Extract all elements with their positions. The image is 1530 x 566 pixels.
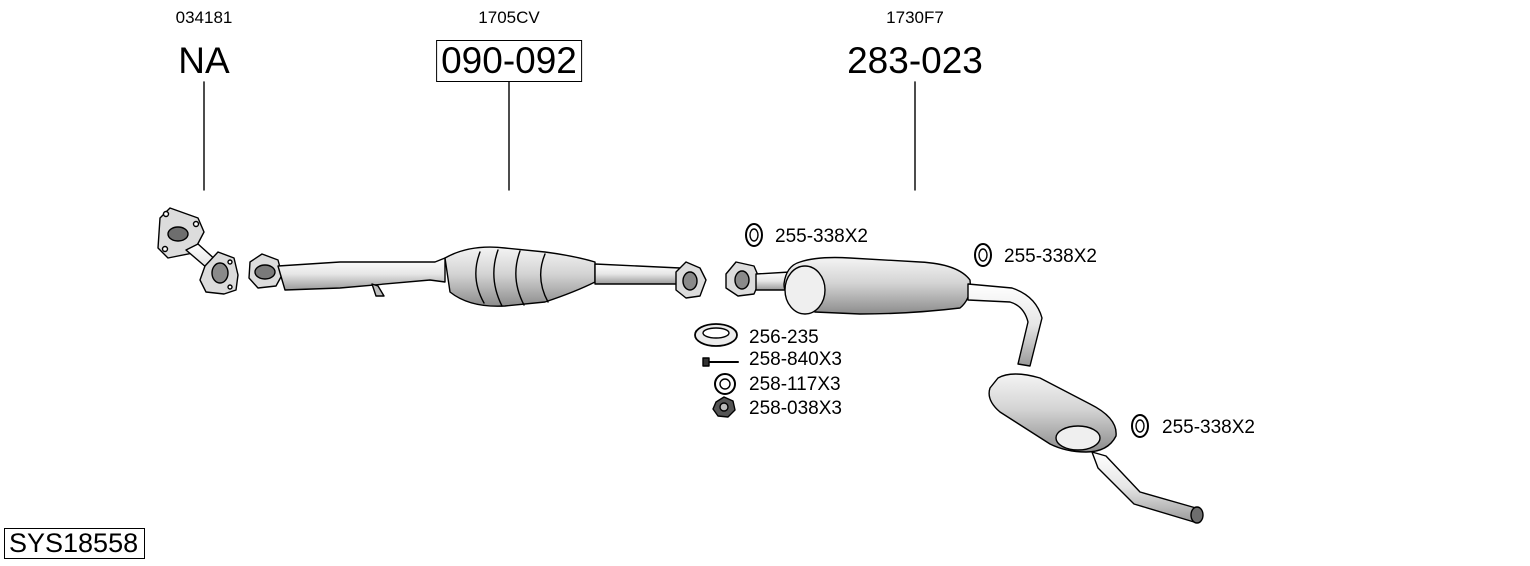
- accessory-label-nut[interactable]: 258-038X3: [749, 398, 842, 419]
- front-pipe-drawing: [157, 207, 239, 295]
- catalytic-converter-drawing: [248, 246, 707, 307]
- mount-ring-middle-icon: [974, 243, 992, 267]
- system-code-box: SYS18558: [4, 528, 146, 559]
- part-number-front-pipe[interactable]: NA: [178, 40, 230, 81]
- accessory-label-spring[interactable]: 258-117X3: [749, 374, 841, 395]
- nut-icon: [712, 396, 736, 418]
- part-number-catalytic-converter[interactable]: 090-092: [436, 40, 582, 82]
- mount-ring-front-icon: [745, 223, 763, 247]
- bolt-icon: [702, 357, 739, 367]
- part-oe-ref-rear-silencer: 1730F7: [886, 8, 944, 27]
- part-number-rear-silencer[interactable]: 283-023: [847, 40, 983, 81]
- accessory-label-gasket[interactable]: 256-235: [749, 327, 819, 348]
- accessory-label-middle-mount-ring[interactable]: 255-338X2: [1004, 246, 1097, 267]
- gasket-icon: [694, 323, 738, 347]
- part-oe-ref-catalytic-converter: 1705CV: [478, 8, 540, 27]
- mount-ring-rear-icon: [1131, 414, 1149, 438]
- rear-silencer-drawing: [725, 256, 1204, 524]
- accessory-label-front-mount-ring[interactable]: 255-338X2: [775, 226, 868, 247]
- accessory-label-bolt[interactable]: 258-840X3: [749, 349, 842, 370]
- accessory-label-rear-mount-ring[interactable]: 255-338X2: [1162, 417, 1255, 438]
- spring-washer-icon: [714, 373, 736, 395]
- part-oe-ref-front-pipe: 034181: [175, 8, 233, 27]
